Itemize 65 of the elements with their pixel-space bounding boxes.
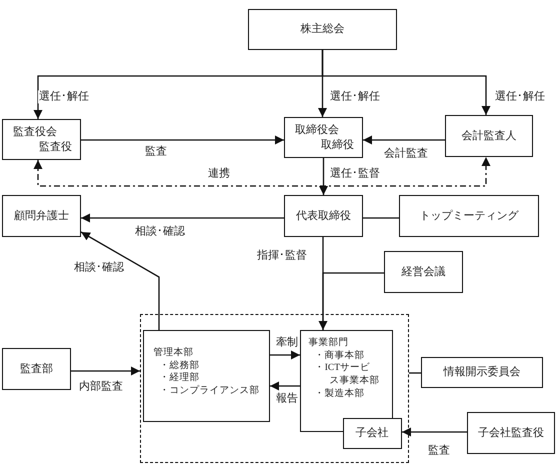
connector-line <box>363 217 399 219</box>
edge-label: 相談･確認 <box>73 261 125 275</box>
org-box <box>399 195 539 237</box>
org-box <box>284 117 363 158</box>
org-label: 代表取締役 <box>296 208 351 224</box>
arrow <box>71 366 140 376</box>
org-box <box>384 251 463 293</box>
org-label: ・総務部 <box>160 360 200 372</box>
edge-label: 選任･監督 <box>329 167 381 181</box>
edge-label: 報告 <box>275 392 299 406</box>
org-label: 情報開示委員会 <box>444 365 520 380</box>
org-label: 監査部 <box>20 362 53 376</box>
org-label: ・経理部 <box>160 372 200 385</box>
edge-label: 監査 <box>144 145 168 159</box>
org-box <box>467 412 555 454</box>
edge-label: 会計監査 <box>383 147 429 161</box>
org-label: ・製造本部 <box>314 388 365 401</box>
org-label: トップミーティング <box>420 208 518 224</box>
org-label: 事業部門 <box>308 336 349 350</box>
edge-label: 選任･解任 <box>38 90 90 104</box>
arrow <box>80 231 160 330</box>
org-label: 顧問弁護士 <box>14 208 69 224</box>
org-label: 取締役会 <box>295 122 339 138</box>
org-label: 取締役 <box>321 138 354 152</box>
org-label: ・ICTサービス事業本部 <box>314 362 380 388</box>
org-box <box>248 9 397 50</box>
edge-label: 内部監査 <box>78 380 124 394</box>
org-label: 子会社監査役 <box>478 426 544 440</box>
org-label: 監査役会 <box>13 124 57 140</box>
org-box <box>142 330 270 422</box>
org-label: 管理本部 <box>154 346 194 360</box>
arrow <box>270 382 300 390</box>
org-box <box>342 418 402 449</box>
edge-label: 連携 <box>207 167 231 181</box>
arrow <box>81 136 284 144</box>
org-box <box>421 357 543 388</box>
edge-label: 選任･解任 <box>329 90 381 104</box>
edge-label: 選任･解任 <box>494 90 546 104</box>
edge-label: 監査 <box>427 444 451 458</box>
edge-label: 相談･確認 <box>134 225 186 239</box>
edge-label: 指揮･監督 <box>256 249 308 263</box>
dashed-group-box <box>140 314 409 463</box>
org-box <box>2 119 81 160</box>
arrow <box>319 158 328 195</box>
arrow <box>363 136 445 144</box>
org-box <box>284 195 363 237</box>
org-label: 会計監査人 <box>462 128 516 144</box>
arrow <box>318 237 328 330</box>
org-box <box>2 348 71 390</box>
org-label: ・商事本部 <box>314 350 365 362</box>
connector-line <box>409 372 421 374</box>
arrow <box>270 350 300 360</box>
arrow <box>81 214 284 222</box>
org-box <box>2 195 81 237</box>
org-label: 監査役 <box>39 140 72 154</box>
org-label: 経営会議 <box>402 264 446 280</box>
connector-line <box>322 272 384 330</box>
org-label: 株主総会 <box>300 22 344 37</box>
arrow <box>322 50 490 115</box>
org-label: ・コンプライアンス部 <box>160 385 260 398</box>
edge-label: 牽制 <box>275 336 299 350</box>
org-box <box>445 115 533 157</box>
arrow <box>402 428 467 436</box>
org-label: 子会社 <box>356 426 389 441</box>
arrow <box>34 157 490 187</box>
